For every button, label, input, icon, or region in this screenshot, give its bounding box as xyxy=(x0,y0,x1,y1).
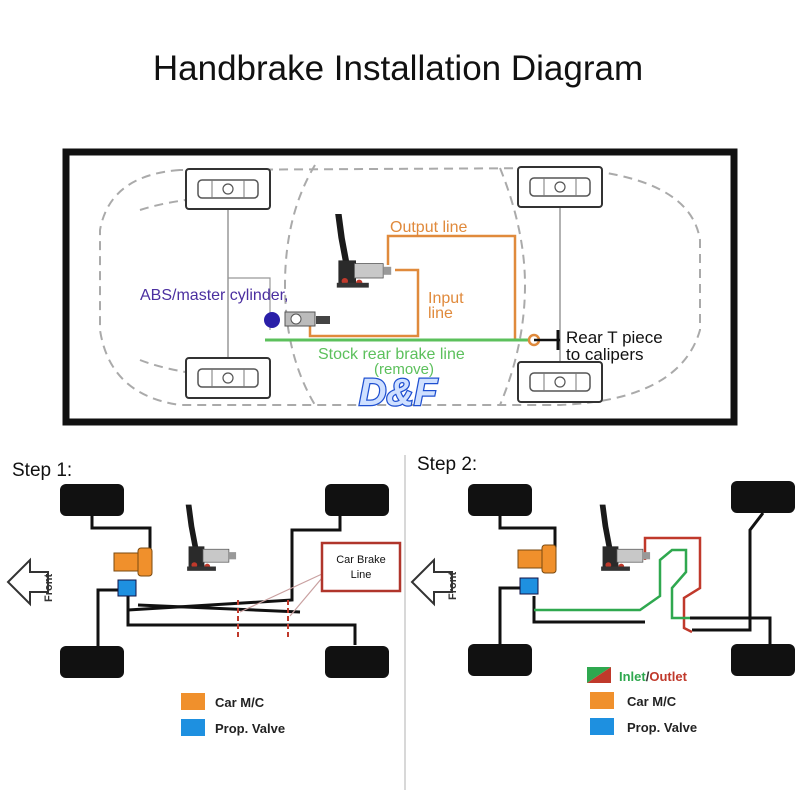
remove-label: (remove) xyxy=(374,361,434,378)
step1-front-label: Front xyxy=(43,574,55,602)
step1-legend-pv-label: Prop. Valve xyxy=(215,721,285,736)
step2-legend-slash: / xyxy=(646,669,650,684)
step2-prop-valve-icon xyxy=(519,577,539,595)
step1-front-arrow-icon xyxy=(6,557,49,607)
step2-legend-outlet: Outlet xyxy=(649,669,687,684)
step1-pointer-2 xyxy=(289,577,323,617)
step1-handbrake-icon xyxy=(185,504,237,572)
step1-legend-swatch-mc xyxy=(181,693,205,710)
watermark-logo: D&F xyxy=(359,372,439,414)
rear-t-label-2: to calipers xyxy=(566,345,643,364)
step1-diagram: Step 1: Front Car Brake xyxy=(6,460,402,736)
input-line-label-1: Input xyxy=(428,290,464,307)
wheel-rear-right-icon xyxy=(517,361,603,403)
output-line-label: Output line xyxy=(390,219,467,236)
step1-tire-rear-bottom-icon xyxy=(325,646,389,678)
stock-line-label: Stock rear brake line xyxy=(318,346,465,363)
wheel-front-left-icon xyxy=(185,168,271,210)
step2-legend-swatch-mc xyxy=(590,692,614,709)
step1-brake-lines xyxy=(90,516,357,646)
abs-label: ABS/master cylinder, xyxy=(140,287,289,304)
step1-box-line-1: Car Brake xyxy=(336,554,386,566)
step1-box-line-2: Line xyxy=(351,569,372,581)
step1-prop-valve-icon xyxy=(117,579,137,597)
wheel-front-right-icon xyxy=(185,357,271,399)
step1-heading: Step 1: xyxy=(12,460,72,481)
step2-legend-swatch-inout xyxy=(587,667,611,683)
abs-master-cylinder-icon xyxy=(264,312,280,328)
input-line xyxy=(308,268,420,338)
step2-legend-inlet: Inlet xyxy=(619,669,646,684)
step2-tire-front-bottom-icon xyxy=(468,644,532,676)
step2-diagram: Step 2: Front xyxy=(410,454,795,735)
step2-front-arrow-icon xyxy=(410,557,453,607)
step1-tire-front-top-icon xyxy=(60,484,124,516)
step2-legend-inout-label: Inlet/Outlet xyxy=(619,669,688,684)
rear-t-label-1: Rear T piece xyxy=(566,328,663,347)
step1-car-brake-line-box xyxy=(320,541,402,593)
step1-tire-front-bottom-icon xyxy=(60,646,124,678)
top-diagram: ABS/master cylinder, Output line Input l… xyxy=(62,148,738,426)
step1-pointer-1 xyxy=(239,573,323,613)
step2-handbrake-icon xyxy=(599,504,651,572)
step2-outlet-line xyxy=(643,536,702,634)
step2-master-cylinder-icon xyxy=(517,544,557,574)
step1-tire-rear-top-icon xyxy=(325,484,389,516)
step2-tire-rear-top-icon xyxy=(731,481,795,513)
wheel-rear-left-icon xyxy=(517,166,603,208)
step2-inlet-line xyxy=(534,548,690,620)
step2-legend-swatch-pv xyxy=(590,718,614,735)
step2-brake-lines xyxy=(498,512,772,644)
step2-heading: Step 2: xyxy=(417,454,477,475)
page-title: Handbrake Installation Diagram xyxy=(153,49,643,88)
input-line-label-2: line xyxy=(428,305,453,322)
valve-icon xyxy=(284,311,330,327)
step2-legend-pv-label: Prop. Valve xyxy=(627,720,697,735)
step2-front-label: Front xyxy=(447,572,459,600)
step1-legend-mc-label: Car M/C xyxy=(215,695,265,710)
step2-tire-front-top-icon xyxy=(468,484,532,516)
step2-legend-mc-label: Car M/C xyxy=(627,694,677,709)
step1-master-cylinder-icon xyxy=(113,547,153,577)
step1-legend-swatch-pv xyxy=(181,719,205,736)
step2-tire-rear-bottom-icon xyxy=(731,644,795,676)
